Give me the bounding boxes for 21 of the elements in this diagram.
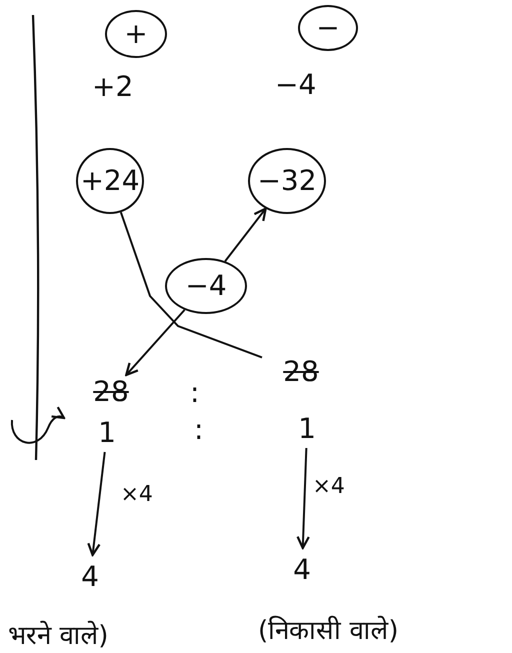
arrow — [125, 309, 186, 376]
circled-number: + — [105, 10, 167, 58]
sign-text: +2 — [92, 72, 134, 103]
column-caption: (निकासी वाले) — [258, 617, 399, 646]
arrow — [296, 448, 310, 550]
ratio-colon: : — [190, 378, 200, 409]
circled-number: − — [298, 5, 358, 51]
circled-number: −4 — [165, 258, 247, 314]
number-text: 1 — [290, 410, 324, 448]
number-text: 4 — [70, 555, 110, 599]
arrow — [224, 208, 267, 262]
circled-number: −32 — [248, 148, 326, 214]
struck-number: 28 — [75, 375, 147, 409]
struck-number: 28 — [262, 355, 340, 389]
sign-text: −4 — [275, 70, 316, 101]
ratio-colon: : — [194, 415, 204, 446]
column-caption: भरने वाले) — [8, 622, 108, 651]
circled-number: +24 — [76, 148, 144, 214]
number-text: 4 — [282, 548, 322, 592]
arrow — [87, 452, 106, 556]
number-text: 1 — [90, 414, 124, 452]
